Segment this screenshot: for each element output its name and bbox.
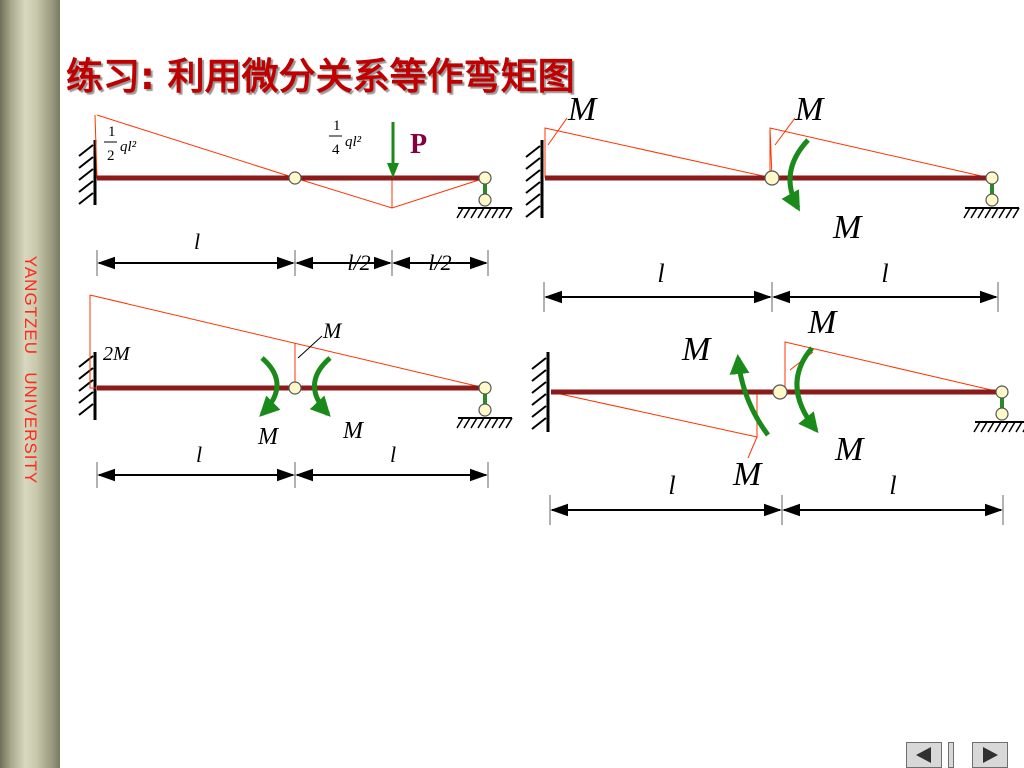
dim-label-right-2: l — [881, 259, 888, 288]
dim-label-l-half-1: l/2 — [347, 250, 370, 275]
next-slide-button[interactable] — [972, 742, 1008, 768]
applied-label-left-3: M — [257, 424, 280, 450]
moment-label-top-right-4: M — [807, 304, 838, 341]
hinge-4 — [772, 384, 788, 400]
couple-arrow-right-4 — [794, 346, 819, 434]
diagram-3: 2M M M M l l — [78, 294, 514, 488]
dimension-line-4 — [549, 495, 1004, 525]
load-arrow-p — [387, 122, 399, 178]
moment-label-left-2: M — [567, 91, 598, 128]
dim-label-l-half-2: l/2 — [428, 250, 451, 275]
moment-line-2 — [544, 127, 991, 179]
fraction-left-num: 1 — [108, 124, 116, 140]
dim-label-right-4: l — [889, 471, 896, 500]
dimension-line-2 — [543, 282, 999, 312]
prev-slide-button[interactable] — [906, 742, 942, 768]
triangle-right-icon — [983, 747, 998, 763]
triangle-left-icon — [916, 747, 931, 763]
moment-label-bottom-left-4: M — [732, 456, 763, 493]
diagram-1: P 1 2 ql² 1 4 ql² l l/2 l/2 — [78, 114, 514, 276]
moment-left-ql2: ql² — [120, 139, 137, 155]
diagram-2: M M M l l — [525, 91, 1021, 312]
load-label-p: P — [410, 129, 427, 160]
applied-moment-label-2: M — [832, 209, 863, 246]
dim-label-l: l — [194, 229, 200, 254]
moment-label-right-2: M — [794, 91, 825, 128]
nav-divider — [948, 742, 954, 768]
fixed-support-3 — [78, 352, 97, 420]
diagram-4: M M M M l l — [531, 304, 1024, 525]
dim-label-left-4: l — [668, 471, 675, 500]
moment-label-bottom-right-4: M — [834, 431, 865, 468]
couple-arrow-left-3 — [259, 356, 281, 417]
moment-line-4 — [550, 391, 758, 438]
fixed-support-1 — [78, 140, 97, 205]
moment-label-top-left-4: M — [681, 331, 712, 368]
fraction-mid-num: 1 — [333, 118, 341, 134]
couple-arrow-left-4 — [729, 354, 771, 437]
moment-label-hinge-3: M — [322, 318, 343, 343]
dimension-line-3 — [96, 462, 489, 488]
hinge-3 — [288, 381, 302, 395]
fixed-support-2 — [525, 140, 544, 218]
hinge-2 — [764, 170, 780, 186]
couple-arrow-right-3 — [309, 356, 332, 417]
page-title: 练习: 利用微分关系等作弯矩图 — [66, 55, 575, 98]
moment-mid-ql2: ql² — [345, 134, 362, 150]
fraction-mid-den: 4 — [332, 142, 340, 158]
fraction-left-den: 2 — [107, 148, 115, 164]
applied-label-right-3: M — [342, 418, 365, 444]
couple-arrow-2 — [781, 138, 810, 212]
dimension-line-1 — [96, 250, 489, 276]
moment-line-3 — [89, 295, 97, 389]
sidebar: YANGTZEU UNIVERSITY — [0, 0, 60, 768]
hinge-1 — [288, 171, 302, 185]
fixed-support-4 — [531, 352, 550, 432]
dim-label-right-3: l — [390, 442, 396, 467]
moment-label-2m: 2M — [103, 343, 131, 365]
dim-label-left-2: l — [657, 259, 664, 288]
dim-label-left-3: l — [196, 442, 202, 467]
